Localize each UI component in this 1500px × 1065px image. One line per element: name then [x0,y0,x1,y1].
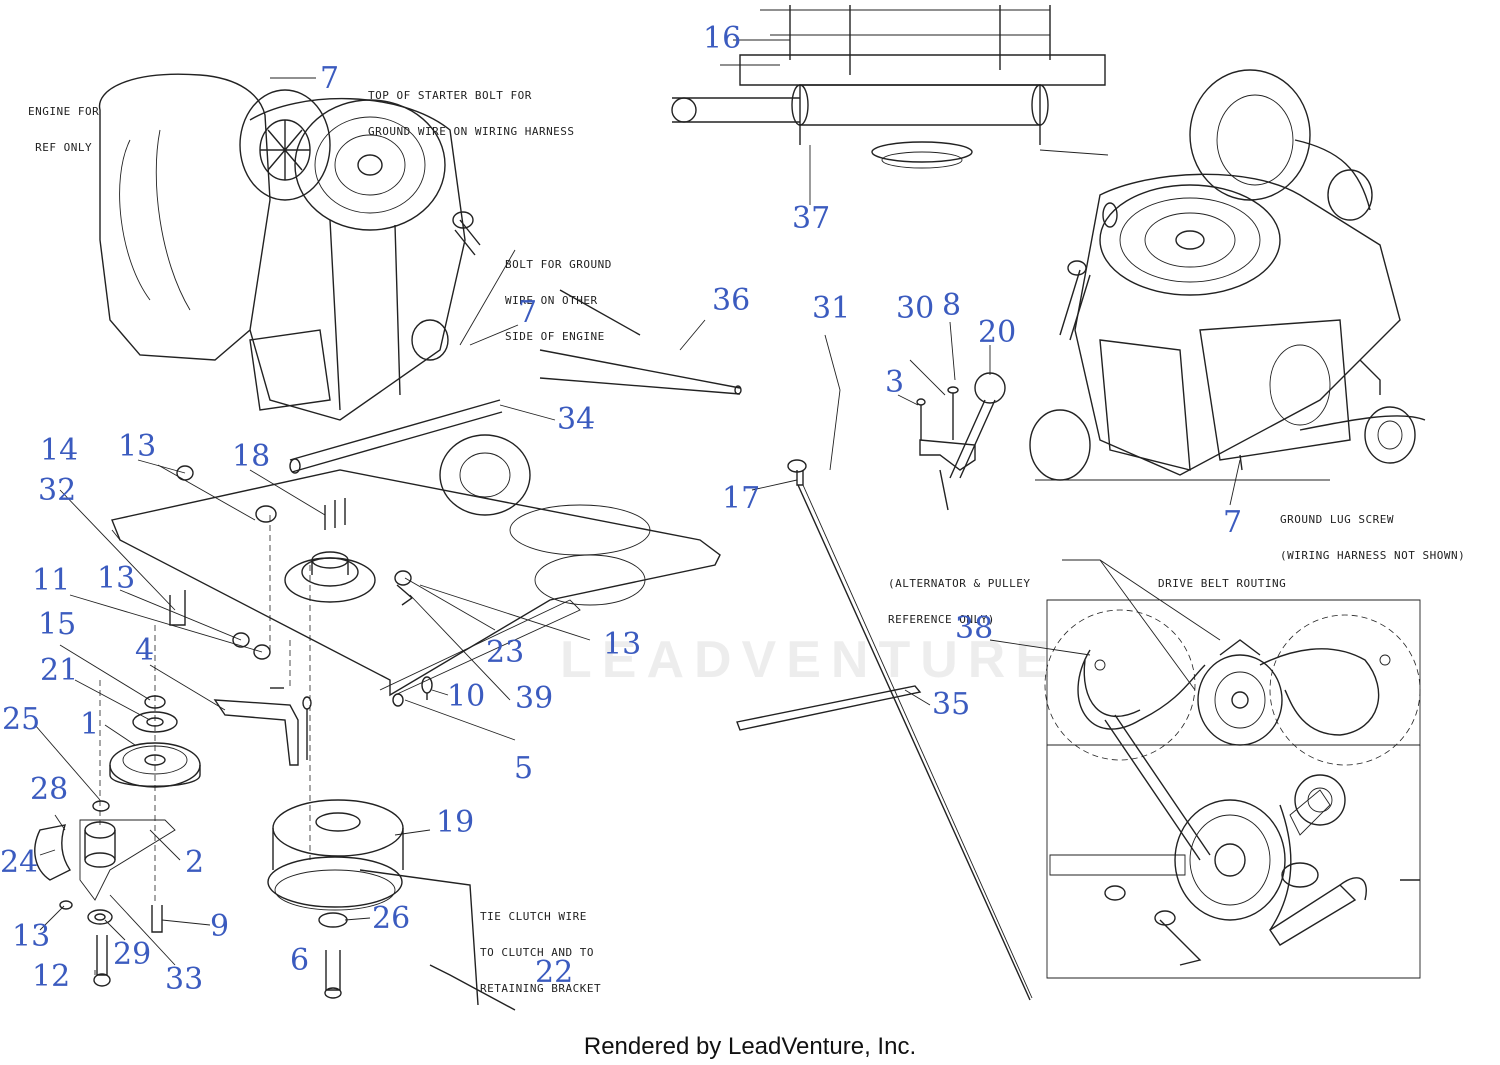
callout-12[interactable]: 12 [32,959,71,994]
note-clutch-wire: TIE CLUTCH WIRE TO CLUTCH AND TO RETAINI… [480,887,601,1019]
callout-7-ground[interactable]: 7 [518,295,538,330]
callout-32[interactable]: 32 [38,473,77,508]
callout-20[interactable]: 20 [978,315,1017,350]
note-line: REFERENCE ONLY) [888,613,995,626]
callout-30[interactable]: 30 [896,291,935,326]
callout-13-right[interactable]: 13 [603,627,642,662]
note-line: GROUND WIRE ON WIRING HARNESS [368,125,575,138]
lever-assembly-drawing [916,372,1006,511]
callout-19[interactable]: 19 [436,805,475,840]
note-belt-routing: DRIVE BELT ROUTING [1158,577,1287,590]
callout-35[interactable]: 35 [932,687,971,722]
note-ground-lug: GROUND LUG SCREW (WIRING HARNESS NOT SHO… [1280,490,1465,586]
callout-2[interactable]: 2 [185,845,205,880]
callout-3[interactable]: 3 [885,365,905,400]
callout-33[interactable]: 33 [165,962,204,997]
note-line: TO CLUTCH AND TO [480,946,594,959]
idler-assembly-drawing [34,695,312,987]
callout-18[interactable]: 18 [232,439,271,474]
callout-13-left[interactable]: 13 [97,561,136,596]
callout-25[interactable]: 25 [2,702,41,737]
note-engine-ref: ENGINE FOR REF ONLY [28,82,99,178]
note-line: (WIRING HARNESS NOT SHOWN) [1280,549,1466,562]
callout-28[interactable]: 28 [30,772,69,807]
note-line: GROUND LUG SCREW [1280,513,1394,526]
callout-37[interactable]: 37 [792,201,831,236]
leader-lines [34,39,1241,975]
callout-10[interactable]: 10 [447,679,486,714]
note-line: (ALTERNATOR & PULLEY [888,577,1031,590]
callout-4[interactable]: 4 [135,633,155,668]
note-alternator: (ALTERNATOR & PULLEY REFERENCE ONLY) [888,554,1030,650]
note-starter-bolt: TOP OF STARTER BOLT FOR GROUND WIRE ON W… [368,66,575,162]
callout-9[interactable]: 9 [210,909,230,944]
engine-right-drawing [1029,69,1426,481]
callout-7-starter[interactable]: 7 [320,61,340,96]
note-line: TOP OF STARTER BOLT FOR [368,89,532,102]
callout-34[interactable]: 34 [557,402,596,437]
note-line: WIRE ON OTHER [505,294,598,307]
callout-5[interactable]: 5 [514,751,534,786]
clutch-drawing [267,799,516,1011]
callout-26[interactable]: 26 [372,901,411,936]
callout-23[interactable]: 23 [486,635,525,670]
engine-left-drawing [98,73,481,421]
callout-1[interactable]: 1 [80,707,100,742]
callout-8[interactable]: 8 [942,288,962,323]
callout-11[interactable]: 11 [32,563,71,598]
callout-22[interactable]: 22 [535,955,574,990]
callout-7-lug[interactable]: 7 [1223,505,1243,540]
watermark: LEADVENTURE [560,631,1061,689]
callout-24[interactable]: 24 [0,845,39,880]
note-line: RETAINING BRACKET [480,982,602,995]
engine-plate-drawing [111,289,742,707]
note-line: TIE CLUTCH WIRE [480,910,587,923]
callout-15[interactable]: 15 [38,607,77,642]
note-ground-bolt: BOLT FOR GROUND WIRE ON OTHER SIDE OF EN… [505,235,612,367]
callout-38[interactable]: 38 [955,611,994,646]
footer-credit: Rendered by LeadVenture, Inc. [583,1033,917,1060]
callout-39[interactable]: 39 [515,681,554,716]
callout-31[interactable]: 31 [812,291,851,326]
note-line: REF ONLY [35,141,93,154]
callout-16[interactable]: 16 [703,21,742,56]
callout-13-top[interactable]: 13 [118,429,157,464]
callout-29[interactable]: 29 [113,937,152,972]
muffler-inset-drawing [671,5,1109,169]
callout-21[interactable]: 21 [40,653,79,688]
callout-14[interactable]: 14 [40,433,79,468]
callout-6[interactable]: 6 [290,943,310,978]
note-line: ENGINE FOR [28,105,100,118]
dipstick-drawing [736,334,1033,1001]
belt-routing-drawing [1044,599,1421,979]
callout-36[interactable]: 36 [712,283,751,318]
callout-17[interactable]: 17 [722,481,761,516]
note-line: SIDE OF ENGINE [505,330,605,343]
callout-13-bottom[interactable]: 13 [12,919,51,954]
note-line: BOLT FOR GROUND [505,258,612,271]
dashed-alignment-lines [99,515,311,905]
